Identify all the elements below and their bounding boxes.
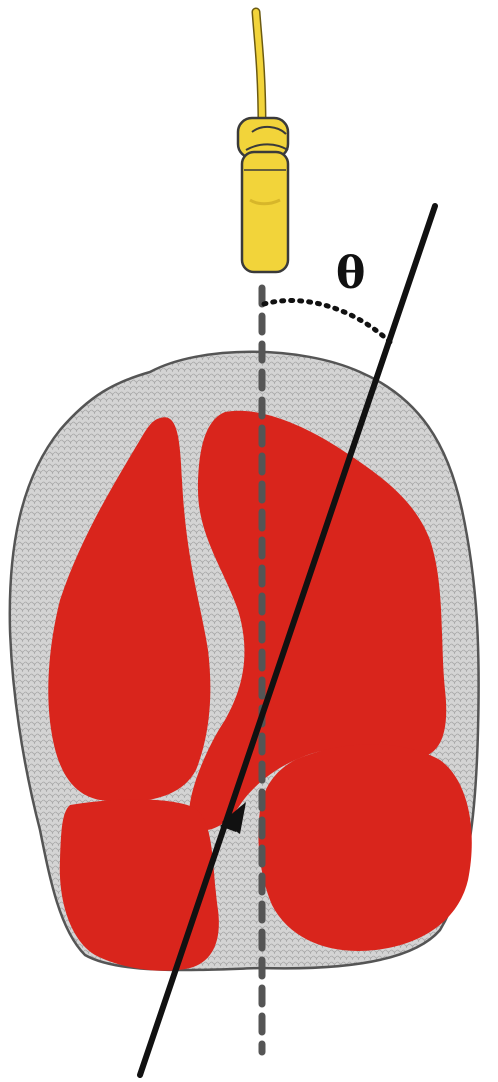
red-chamber-lower-left	[60, 799, 219, 970]
angle-label: θ	[336, 248, 365, 299]
transducer-probe-icon	[238, 118, 288, 272]
red-chamber-lower-right	[258, 744, 471, 951]
angle-theta-arc	[264, 300, 390, 342]
